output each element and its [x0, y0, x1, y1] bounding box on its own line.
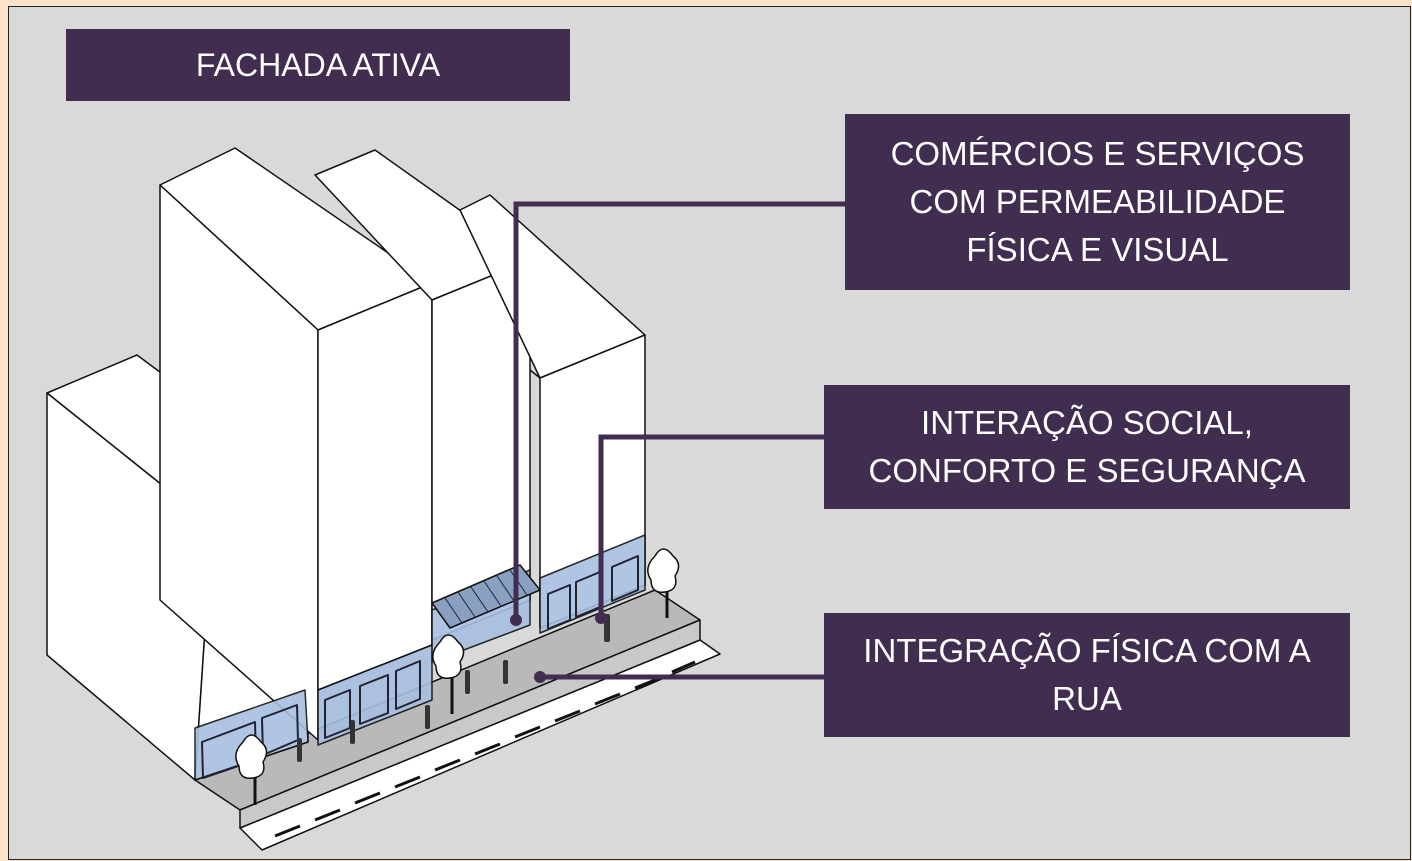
leader-line-interacao [598, 434, 824, 618]
label-comercios-servicos: COMÉRCIOS E SERVIÇOS COM PERMEABILIDADE … [845, 114, 1350, 290]
label-interacao-social: INTERAÇÃO SOCIAL, CONFORTO E SEGURANÇA [824, 385, 1350, 509]
label-integracao-fisica: INTEGRAÇÃO FÍSICA COM A RUA [824, 613, 1350, 737]
lane-markings [274, 660, 696, 838]
tree [235, 734, 268, 779]
title-label: FACHADA ATIVA [66, 29, 570, 101]
leader-line-comercios [513, 201, 845, 620]
pedestrian [297, 738, 302, 762]
tree [647, 548, 680, 593]
tree [432, 634, 465, 679]
building-2-front [317, 282, 433, 691]
shop-awning [431, 564, 541, 629]
